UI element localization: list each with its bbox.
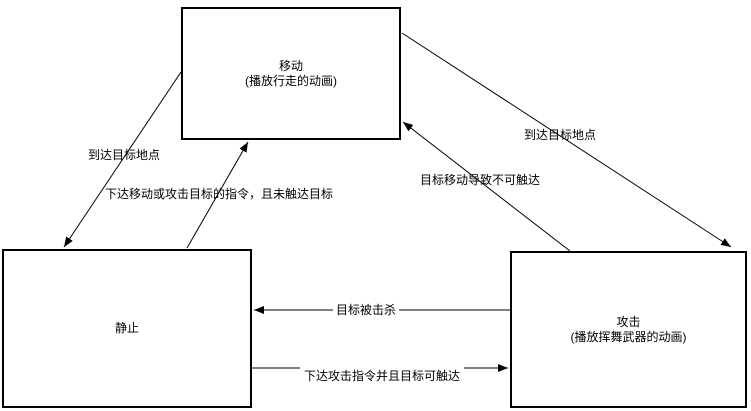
edge-label-idle-to-attack: 下达攻击指令并且目标可触达 [300, 365, 465, 385]
node-subtitle: (播放挥舞武器的动画) [570, 329, 687, 344]
edge-label-idle-to-move: 下达移动或攻击目标的指令，且未触达目标 [105, 187, 334, 201]
edge-label-attack-to-idle: 目标被击杀 [333, 302, 400, 319]
node-title: 攻击 [616, 314, 641, 329]
edge-label-move-to-attack: 到达目标地点 [524, 128, 597, 142]
node-title: 静止 [114, 321, 139, 335]
state-node-move: 移动 (播放行走的动画) [181, 7, 401, 140]
edge-label-move-to-idle: 到达目标地点 [88, 148, 161, 162]
edge-label-attack-to-move: 目标移动导致不可触达 [420, 173, 541, 187]
node-title: 移动 [278, 58, 303, 73]
node-subtitle: (播放行走的动画) [245, 73, 337, 88]
state-node-attack: 攻击 (播放挥舞武器的动画) [510, 251, 747, 408]
state-node-idle: 静止 [2, 249, 252, 408]
